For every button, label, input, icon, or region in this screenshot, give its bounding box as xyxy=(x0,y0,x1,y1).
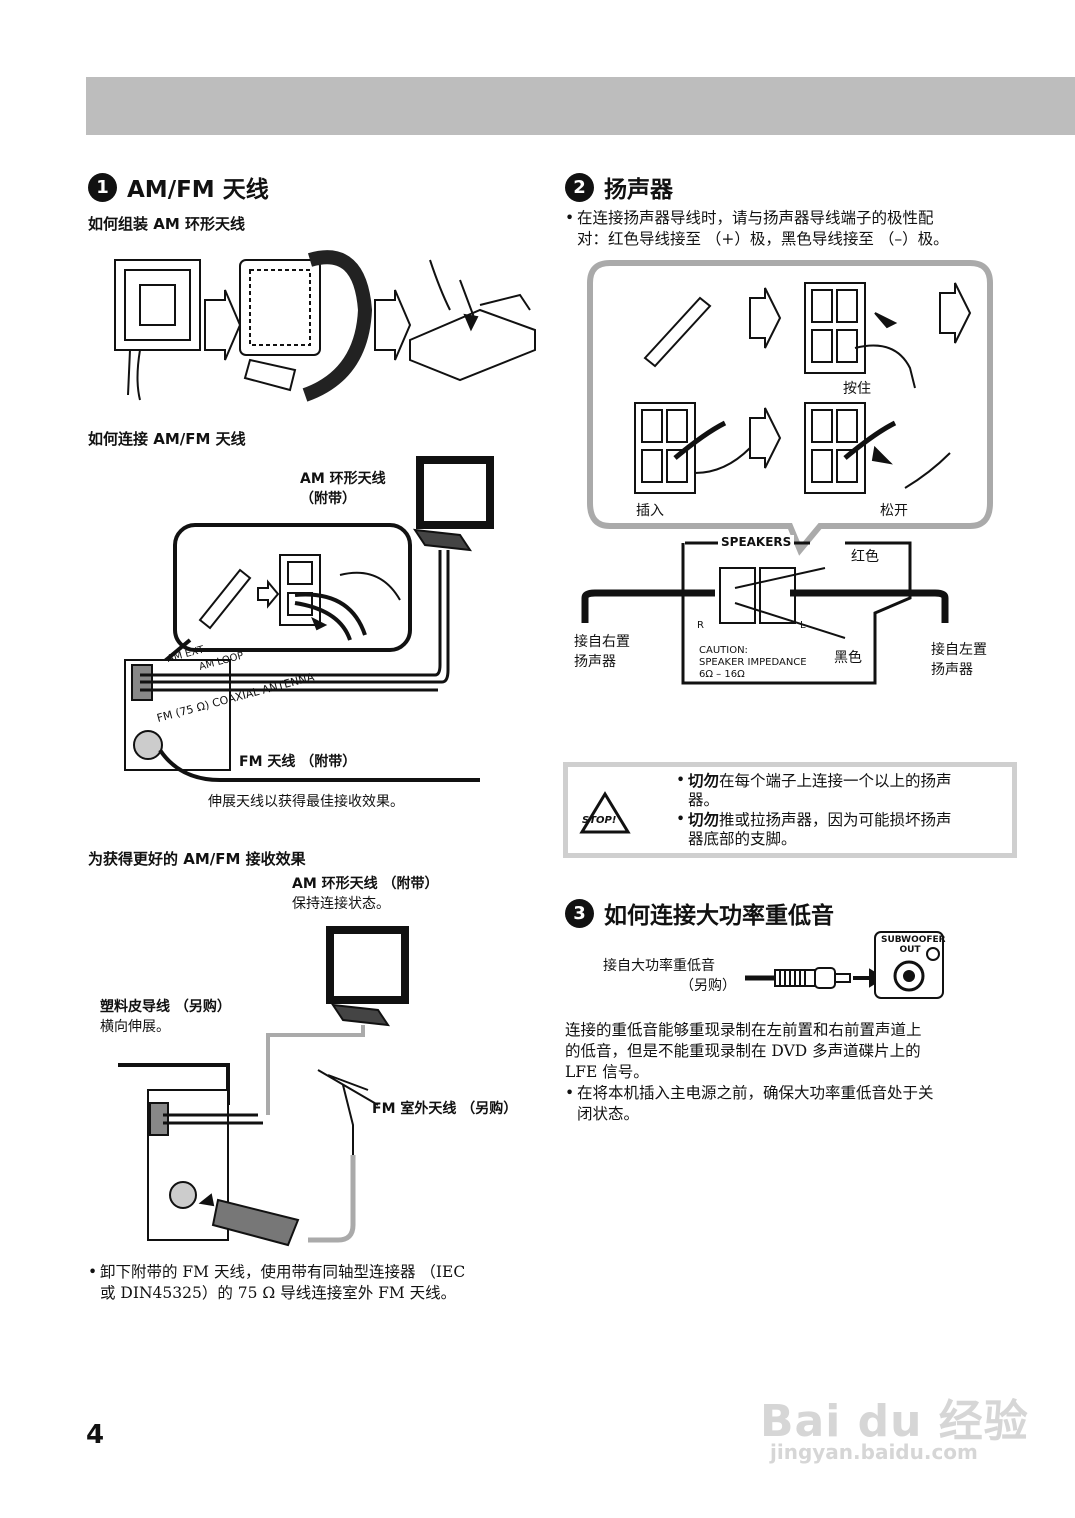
stop-badge-text: STOP! xyxy=(582,815,617,826)
subheading-connect: 如何连接 AM/FM 天线 xyxy=(88,430,246,448)
subwoofer-bullet-line1: 在将本机插入主电源之前，确保大功率重低音处于关 xyxy=(577,1084,934,1102)
from-subwoofer-label-1: 接自大功率重低音 xyxy=(603,958,715,974)
from-left-speaker-label-1: 接自左置 xyxy=(931,642,987,658)
section1-number: 1 xyxy=(88,172,117,202)
stop-warning-text: • 切勿在每个端子上连接一个以上的扬声器。 • 切勿推或拉扬声器，因为可能损坏扬… xyxy=(676,771,1011,849)
stop-warning-1-text: 在每个端子上连接一个以上的扬声 xyxy=(719,772,952,790)
section2-title: 扬声器 xyxy=(604,177,673,203)
stop-warning-2-text: 推或拉扬声器，因为可能损坏扬声 xyxy=(719,811,952,829)
subwoofer-description: 连接的重低音能够重现录制在左前置和右前置声道上 的低音，但是不能重现录制在 DV… xyxy=(565,1020,1015,1125)
am-loop-supplied-label: （附带） xyxy=(300,491,356,507)
from-right-speaker-label-1: 接自右置 xyxy=(574,634,630,650)
press-label: 按住 xyxy=(843,381,871,397)
subwoofer-label: SUBWOOFER xyxy=(881,935,946,945)
bullet-dot: • xyxy=(676,771,686,789)
subwoofer-out-jack-label: SUBWOOFER OUT xyxy=(881,935,946,955)
out-label: OUT xyxy=(899,945,921,955)
caution-line1: CAUTION: xyxy=(699,645,748,656)
header-bar xyxy=(86,77,1075,135)
am-loop-keep-label: AM 环形天线 （附带） xyxy=(292,876,439,892)
speaker-connection-illustration xyxy=(581,260,993,685)
stop-warning-2-bold: 切勿 xyxy=(688,810,720,829)
stop-warning-1-cont: 器。 xyxy=(688,791,720,809)
section2-number: 2 xyxy=(565,172,594,202)
terminal-l-label: L xyxy=(800,620,806,631)
subheading-assemble: 如何组装 AM 环形天线 xyxy=(88,215,245,233)
subheading-better-reception: 为获得更好的 AM/FM 接收效果 xyxy=(88,850,306,868)
keep-connected-note: 保持连接状态。 xyxy=(292,896,390,912)
caution-line2: SPEAKER IMPEDANCE xyxy=(699,657,807,668)
subwoofer-bullet-line2: 闭状态。 xyxy=(577,1105,640,1123)
am-loop-assembly-illustration xyxy=(114,250,536,402)
from-right-speaker-label-2: 扬声器 xyxy=(574,654,616,670)
vinyl-wire-label: 塑料皮导线 （另购） xyxy=(100,999,231,1015)
caution-line3: 6Ω – 16Ω xyxy=(699,669,745,680)
speakers-terminal-label: SPEAKERS xyxy=(718,535,795,549)
subwoofer-desc-line1: 连接的重低音能够重现录制在左前置和右前置声道上 xyxy=(565,1021,922,1039)
am-loop-label: AM 环形天线 xyxy=(300,471,386,487)
antenna-connection-illustration: FM (75 Ω) COAXIAL ANTENNA AM EXT AM LOOP xyxy=(124,456,494,782)
outdoor-fm-note-line2: 或 DIN45325）的 75 Ω 导线连接室外 FM 天线。 xyxy=(100,1284,457,1302)
fm-antenna-label: FM 天线 （附带） xyxy=(239,754,357,770)
fm-extend-note: 伸展天线以获得最佳接收效果。 xyxy=(208,794,404,810)
bullet-dot: • xyxy=(676,810,686,828)
black-wire-label: 黑色 xyxy=(834,650,862,666)
stop-warning-2-cont: 器底部的支脚。 xyxy=(688,830,797,848)
section1-heading: 1 AM/FM 天线 xyxy=(88,170,269,204)
section3-number: 3 xyxy=(565,898,594,928)
speaker-polarity-line1: 在连接扬声器导线时，请与扬声器导线端子的极性配 xyxy=(577,209,934,227)
from-left-speaker-label-2: 扬声器 xyxy=(931,662,973,678)
stop-warning-1-bold: 切勿 xyxy=(688,771,720,790)
outdoor-antenna-illustration xyxy=(118,926,409,1247)
baidu-watermark-url: jingyan.baidu.com xyxy=(770,1440,978,1464)
section2-heading: 2 扬声器 xyxy=(565,170,673,204)
speaker-polarity-line2: 对：红色导线接至 （+）极，黑色导线接至 （–）极。 xyxy=(577,230,949,248)
section3-heading: 3 如何连接大功率重低音 xyxy=(565,896,834,930)
outdoor-fm-note: • 卸下附带的 FM 天线，使用带有同轴型连接器 （IEC 或 DIN45325… xyxy=(88,1262,538,1304)
section3-title: 如何连接大功率重低音 xyxy=(604,903,834,929)
page-number: 4 xyxy=(86,1420,105,1450)
bullet-dot: • xyxy=(565,209,575,227)
subwoofer-desc-line3: LFE 信号。 xyxy=(565,1063,649,1081)
from-subwoofer-label-2: （另购） xyxy=(680,978,736,994)
red-wire-label: 红色 xyxy=(851,549,879,565)
insert-label: 插入 xyxy=(636,503,664,519)
stop-warning-box: STOP! • 切勿在每个端子上连接一个以上的扬声器。 • 切勿推或拉扬声器，因… xyxy=(563,762,1017,858)
fm-outdoor-label: FM 室外天线 （另购） xyxy=(372,1101,518,1117)
release-label: 松开 xyxy=(880,503,908,519)
caution-block: CAUTION: SPEAKER IMPEDANCE 6Ω – 16Ω xyxy=(699,645,807,681)
terminal-r-label: R xyxy=(697,620,704,631)
subwoofer-desc-line2: 的低音，但是不能重现录制在 DVD 多声道碟片上的 xyxy=(565,1042,921,1060)
stop-warning-icon xyxy=(579,791,631,834)
vinyl-wire-note: 横向伸展。 xyxy=(100,1019,170,1035)
bullet-dot: • xyxy=(565,1084,575,1102)
outdoor-fm-note-line1: 卸下附带的 FM 天线，使用带有同轴型连接器 （IEC xyxy=(100,1263,466,1281)
baidu-watermark: Bai du 经验 xyxy=(760,1396,1029,1447)
bullet-dot: • xyxy=(88,1263,98,1281)
speaker-polarity-note: • 在连接扬声器导线时，请与扬声器导线端子的极性配 对：红色导线接至 （+）极，… xyxy=(565,208,1015,250)
section1-title: AM/FM 天线 xyxy=(127,177,269,203)
subwoofer-connection-illustration xyxy=(745,931,944,999)
